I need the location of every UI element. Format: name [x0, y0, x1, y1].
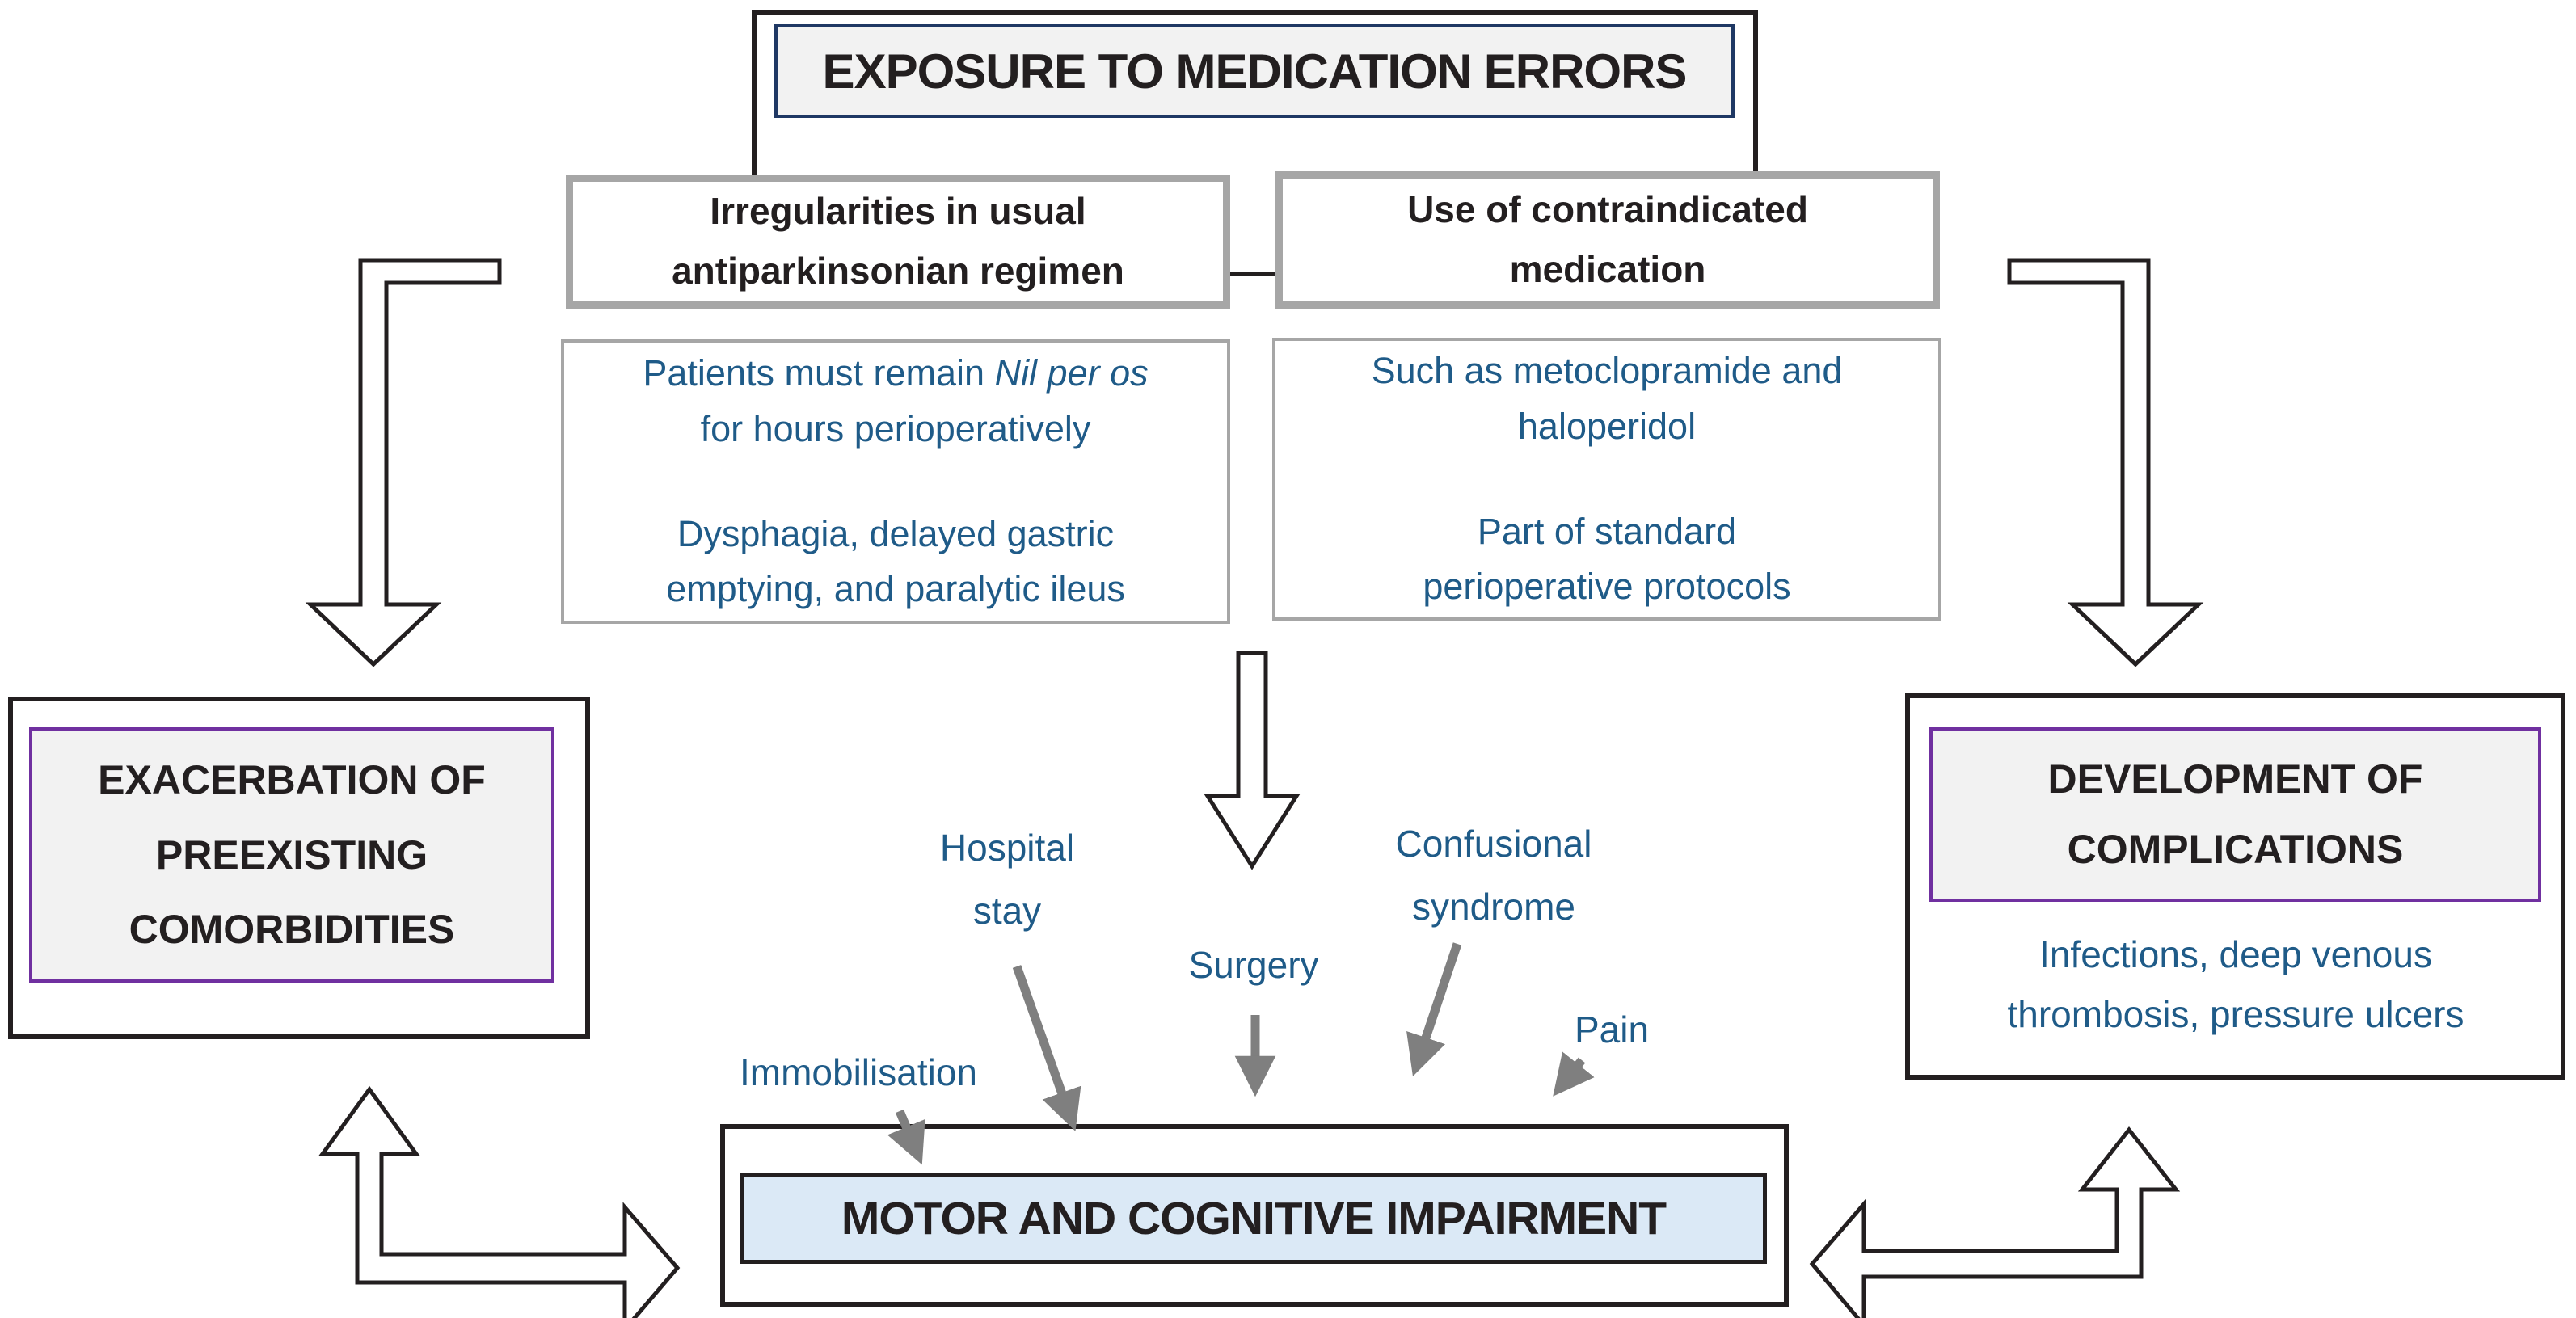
complications-line1: Infections, deep venous: [2039, 933, 2432, 975]
bidirectional-arrow-left: [318, 1085, 681, 1318]
cause-contraindicated-line1: Use of contraindicated: [1407, 188, 1808, 231]
cause-boxes-connector-line: [1225, 272, 1279, 276]
dysphagia-line1: Dysphagia, delayed gastric: [677, 513, 1115, 554]
impairment-label: MOTOR AND COGNITIVE IMPAIRMENT: [841, 1193, 1667, 1244]
gray-arrow-hospital-stay: [1012, 965, 1081, 1131]
cause-box-contraindicated: Use of contraindicated medication: [1275, 171, 1940, 309]
down-arrow-center: [1204, 651, 1301, 870]
label-confusional-syndrome: Confusional syndrome: [1395, 823, 1592, 928]
development-line1: DEVELOPMENT OF: [2047, 756, 2423, 802]
gray-arrow-confusional: [1406, 942, 1462, 1076]
bidirectional-arrow-right: [1809, 1126, 2181, 1318]
cause-irregularities-line1: Irregularities in usual: [710, 190, 1086, 233]
elbow-arrow-right: [2007, 258, 2204, 667]
npo-paragraph: Patients must remain Nil per os for hour…: [643, 346, 1148, 457]
detail-box-drugs: Such as metoclopramide and haloperidol P…: [1272, 338, 1941, 621]
protocols-line1: Part of standard: [1477, 511, 1737, 552]
exacerbation-line1: EXACERBATION OF: [98, 757, 486, 803]
drugs-line2: haloperidol: [1517, 405, 1697, 447]
exacerbation-line3: COMORBIDITIES: [129, 907, 455, 953]
impairment-box: MOTOR AND COGNITIVE IMPAIRMENT: [740, 1173, 1767, 1264]
npo-line1: Patients must remain Nil per os: [643, 352, 1149, 394]
elbow-arrow-left: [305, 258, 502, 667]
cause-box-irregularities: Irregularities in usual antiparkinsonian…: [566, 175, 1230, 309]
development-line2: COMPLICATIONS: [2067, 827, 2404, 872]
dysphagia-line2: emptying, and paralytic ileus: [666, 568, 1125, 610]
drugs-paragraph: Such as metoclopramide and haloperidol: [1372, 343, 1843, 454]
label-pain: Pain: [1574, 1009, 1650, 1051]
cause-irregularities-line2: antiparkinsonian regimen: [672, 250, 1124, 292]
npo-italic-phrase: Nil per os: [994, 352, 1149, 394]
drugs-line1: Such as metoclopramide and: [1371, 350, 1843, 392]
complications-detail-text: Infections, deep venous thrombosis, pres…: [1924, 925, 2548, 1044]
protocols-paragraph: Part of standard perioperative protocols: [1423, 504, 1790, 615]
dysphagia-paragraph: Dysphagia, delayed gastric emptying, and…: [666, 507, 1125, 617]
npo-line2: for hours perioperatively: [700, 407, 1091, 449]
label-hospital-stay: Hospital stay: [939, 827, 1075, 933]
exposure-box: EXPOSURE TO MEDICATION ERRORS: [774, 24, 1735, 118]
exacerbation-box: EXACERBATION OF PREEXISTING COMORBIDITIE…: [29, 727, 554, 983]
gray-arrow-pain: [1553, 1051, 1595, 1097]
label-surgery: Surgery: [1188, 944, 1319, 986]
protocols-line2: perioperative protocols: [1423, 566, 1791, 608]
detail-box-npo: Patients must remain Nil per os for hour…: [561, 339, 1230, 624]
exposure-label: EXPOSURE TO MEDICATION ERRORS: [822, 44, 1688, 99]
cause-contraindicated-line2: medication: [1509, 248, 1706, 290]
development-box: DEVELOPMENT OF COMPLICATIONS: [1929, 727, 2541, 902]
label-immobilisation: Immobilisation: [740, 1051, 977, 1093]
exacerbation-line2: PREEXISTING: [155, 832, 428, 878]
complications-line2: thrombosis, pressure ulcers: [2007, 992, 2464, 1035]
